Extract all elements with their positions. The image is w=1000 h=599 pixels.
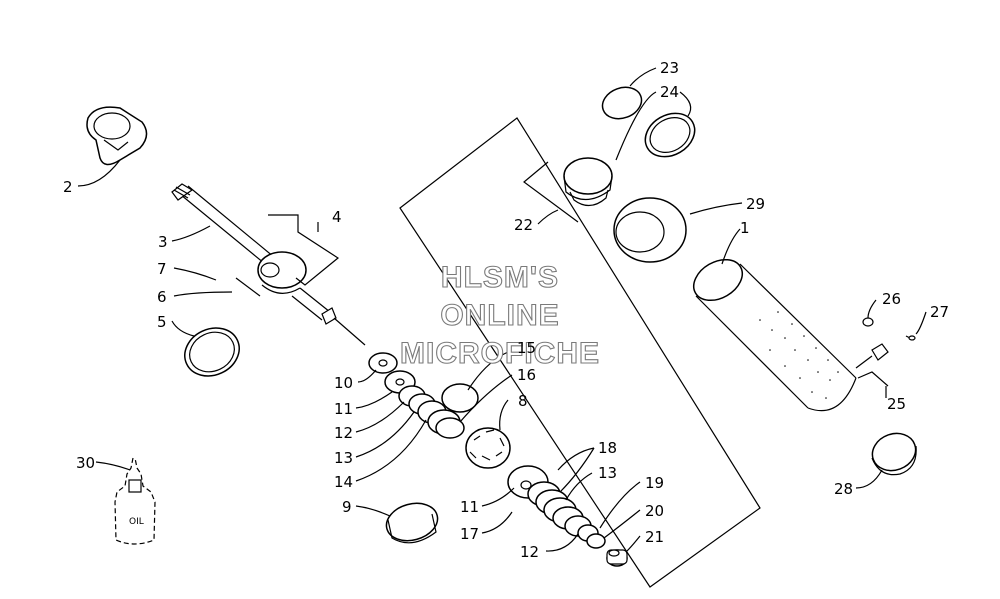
callout-6: 6 bbox=[157, 288, 167, 306]
callout-5: 5 bbox=[157, 313, 167, 331]
callout-12b: 12 bbox=[520, 543, 539, 561]
callout-17: 17 bbox=[460, 525, 479, 543]
callout-22: 22 bbox=[514, 216, 533, 234]
callout-2: 2 bbox=[63, 178, 73, 196]
callout-10: 10 bbox=[334, 374, 353, 392]
washer-20 bbox=[586, 533, 606, 549]
assembly-bracket-box bbox=[399, 117, 761, 588]
callout-1: 1 bbox=[740, 219, 750, 237]
bracket-4 bbox=[268, 214, 340, 286]
ring-23 bbox=[601, 86, 643, 120]
valve-stack bbox=[368, 352, 511, 469]
callout-14: 14 bbox=[334, 473, 353, 491]
callout-11b: 11 bbox=[460, 498, 479, 516]
bearing-cap-6 bbox=[257, 251, 366, 346]
callout-25: 25 bbox=[887, 395, 906, 413]
callout-4: 4 bbox=[332, 208, 342, 226]
callout-8: 8 bbox=[518, 392, 528, 410]
band-9 bbox=[385, 502, 439, 542]
seal-29 bbox=[613, 197, 687, 263]
bracket-22 bbox=[523, 161, 579, 223]
callout-19: 19 bbox=[645, 474, 664, 492]
callout-9: 9 bbox=[342, 498, 352, 516]
bracket-25 bbox=[857, 371, 889, 387]
watermark-line-2: ONLINE bbox=[440, 299, 559, 332]
callout-26: 26 bbox=[882, 290, 901, 308]
cap-22 bbox=[563, 157, 613, 207]
callout-21: 21 bbox=[645, 528, 664, 546]
leader-lines bbox=[77, 67, 927, 553]
callout-18: 18 bbox=[598, 439, 617, 457]
washer-15 bbox=[441, 383, 479, 413]
callout-12a: 12 bbox=[334, 424, 353, 442]
callout-20: 20 bbox=[645, 502, 664, 520]
valve-26-27 bbox=[855, 317, 916, 369]
oil-label: OIL bbox=[129, 517, 144, 527]
callout-13b: 13 bbox=[598, 464, 617, 482]
callout-13a: 13 bbox=[334, 449, 353, 467]
callout-16: 16 bbox=[517, 366, 536, 384]
washer-16 bbox=[435, 417, 465, 439]
callout-29: 29 bbox=[746, 195, 765, 213]
callout-7: 7 bbox=[157, 260, 167, 278]
callout-24: 24 bbox=[660, 83, 679, 101]
callout-30: 30 bbox=[76, 454, 95, 472]
end-cap-28 bbox=[871, 432, 917, 476]
callout-3: 3 bbox=[158, 233, 168, 251]
oil-bottle-30: OIL bbox=[114, 457, 156, 545]
reservoir-body-1 bbox=[693, 258, 857, 412]
rod-eye-2 bbox=[86, 106, 148, 166]
callout-15: 15 bbox=[517, 339, 536, 357]
callout-28: 28 bbox=[834, 480, 853, 498]
lower-valve-stack bbox=[507, 465, 628, 567]
bracket-4b bbox=[235, 277, 261, 297]
piston-8 bbox=[465, 427, 511, 469]
watermark-line-3: MICROFICHE bbox=[400, 337, 600, 370]
callout-27: 27 bbox=[930, 303, 949, 321]
callout-23: 23 bbox=[660, 59, 679, 77]
shaft-3 bbox=[171, 183, 281, 269]
watermark-line-1: HLSM'S bbox=[441, 261, 559, 294]
callout-11a: 11 bbox=[334, 400, 353, 418]
